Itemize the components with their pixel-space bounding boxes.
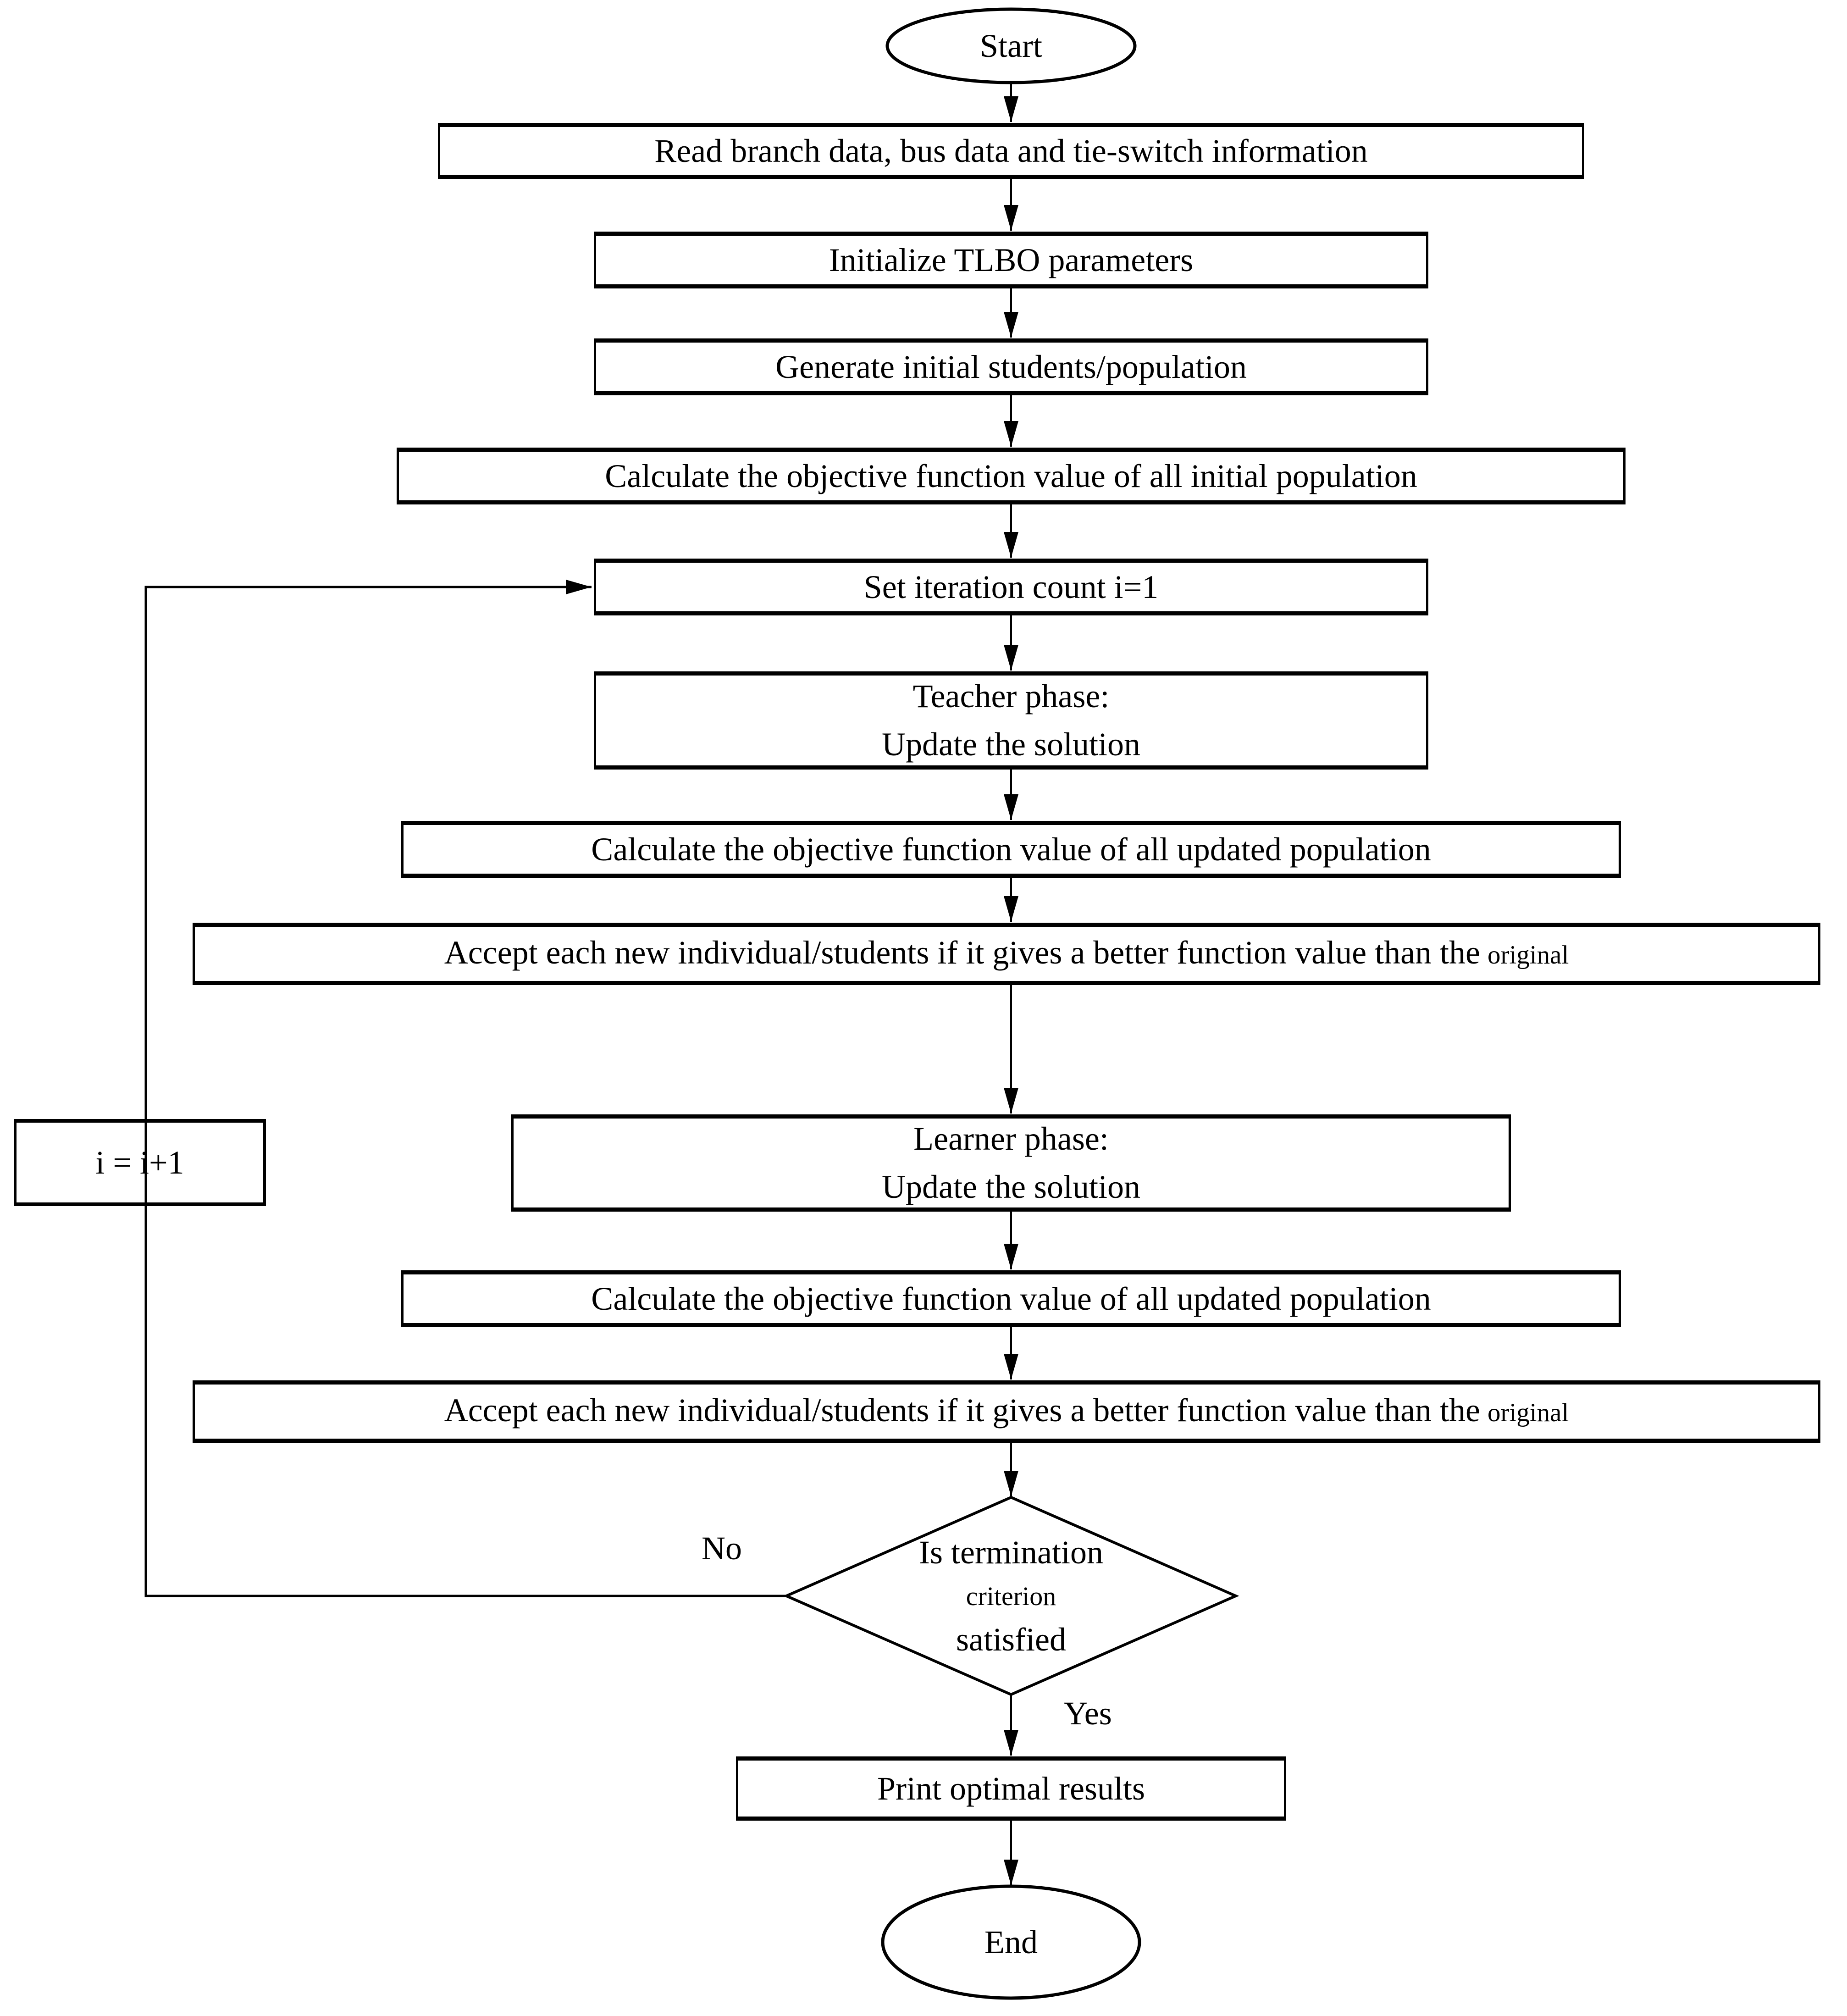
process-accept-learner: Accept each new individual/students if i… xyxy=(193,1380,1820,1443)
decision-label: Is termination criterion satisfied xyxy=(828,1511,1194,1681)
accept-learner-small: original xyxy=(1487,1398,1569,1427)
process-increment-label: i = i+1 xyxy=(95,1144,184,1181)
process-learner-phase: Learner phase: Update the solution xyxy=(511,1114,1511,1212)
accept-learner-main: Accept each new individual/students if i… xyxy=(444,1392,1480,1429)
process-initialize-tlbo: Initialize TLBO parameters xyxy=(594,232,1428,288)
process-print-results: Print optimal results xyxy=(736,1756,1286,1821)
branch-label-yes: Yes xyxy=(1064,1695,1112,1732)
process-calc-updated-teacher-label: Calculate the objective function value o… xyxy=(591,831,1431,868)
accept-teacher-main: Accept each new individual/students if i… xyxy=(444,934,1480,971)
decision-line1: Is termination xyxy=(919,1534,1103,1571)
process-calc-initial-label: Calculate the objective function value o… xyxy=(605,457,1417,494)
process-calc-initial: Calculate the objective function value o… xyxy=(397,448,1626,504)
decision-line3: satisfied xyxy=(956,1621,1066,1658)
process-generate-population: Generate initial students/population xyxy=(594,338,1428,395)
process-accept-teacher-label: Accept each new individual/students if i… xyxy=(444,929,1569,979)
decision-line2: criterion xyxy=(966,1581,1056,1611)
branch-label-no: No xyxy=(702,1530,742,1567)
process-accept-teacher: Accept each new individual/students if i… xyxy=(193,923,1820,985)
process-initialize-tlbo-label: Initialize TLBO parameters xyxy=(829,241,1194,278)
process-accept-learner-label: Accept each new individual/students if i… xyxy=(444,1386,1569,1437)
loop-back-connector xyxy=(144,580,786,1597)
accept-teacher-small: original xyxy=(1487,941,1569,969)
learner-phase-line1: Learner phase: xyxy=(913,1120,1109,1157)
process-read-data-label: Read branch data, bus data and tie-switc… xyxy=(654,132,1368,169)
process-teacher-phase: Teacher phase: Update the solution xyxy=(594,671,1428,770)
end-terminator xyxy=(881,1884,1141,2000)
teacher-phase-line2: Update the solution xyxy=(882,726,1140,763)
process-calc-updated-learner-label: Calculate the objective function value o… xyxy=(591,1280,1431,1317)
end-label: End xyxy=(984,1924,1038,1961)
teacher-phase-line1: Teacher phase: xyxy=(912,678,1110,714)
process-calc-updated-teacher: Calculate the objective function value o… xyxy=(401,821,1621,878)
start-label: Start xyxy=(980,28,1042,64)
process-set-iteration-label: Set iteration count i=1 xyxy=(863,568,1159,605)
process-increment: i = i+1 xyxy=(14,1119,266,1206)
process-generate-population-label: Generate initial students/population xyxy=(775,348,1247,385)
process-print-results-label: Print optimal results xyxy=(877,1770,1145,1807)
process-calc-updated-learner: Calculate the objective function value o… xyxy=(401,1270,1621,1327)
learner-phase-line2: Update the solution xyxy=(882,1169,1140,1205)
process-read-data: Read branch data, bus data and tie-switc… xyxy=(438,123,1584,179)
process-set-iteration: Set iteration count i=1 xyxy=(594,559,1428,615)
